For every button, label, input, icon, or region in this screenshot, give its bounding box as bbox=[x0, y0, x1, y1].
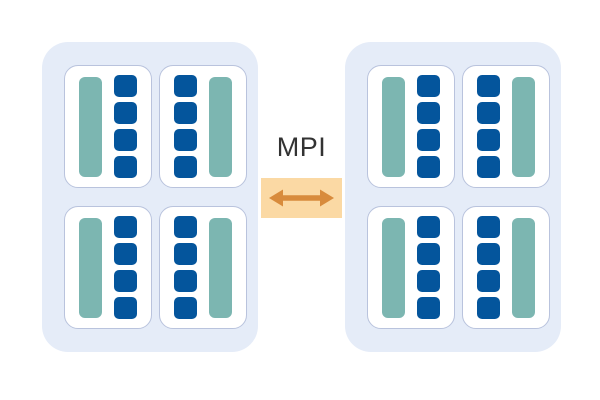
memory-bar bbox=[79, 76, 102, 177]
core-square bbox=[417, 297, 440, 319]
socket-card-bottom-left bbox=[64, 206, 152, 329]
core-square bbox=[417, 102, 440, 124]
core-square bbox=[477, 75, 500, 97]
core-square bbox=[114, 216, 137, 238]
memory-bar bbox=[382, 217, 405, 318]
core-square bbox=[174, 216, 197, 238]
memory-bar bbox=[512, 76, 535, 177]
core-stack bbox=[114, 216, 137, 319]
core-square bbox=[114, 156, 137, 178]
core-square bbox=[477, 270, 500, 292]
socket-card-bottom-right bbox=[462, 206, 550, 329]
core-square bbox=[174, 75, 197, 97]
core-square bbox=[174, 270, 197, 292]
core-square bbox=[174, 243, 197, 265]
core-square bbox=[477, 216, 500, 238]
memory-bar bbox=[512, 217, 535, 318]
core-square bbox=[477, 129, 500, 151]
core-stack bbox=[417, 75, 440, 178]
core-square bbox=[417, 243, 440, 265]
core-stack bbox=[417, 216, 440, 319]
memory-bar bbox=[209, 217, 232, 318]
socket-card-bottom-right bbox=[159, 206, 247, 329]
mpi-label: MPI bbox=[276, 132, 327, 162]
core-stack bbox=[174, 75, 197, 178]
core-square bbox=[174, 156, 197, 178]
socket-card-top-right bbox=[462, 65, 550, 188]
socket-card-top-left bbox=[64, 65, 152, 188]
socket-card-bottom-left bbox=[367, 206, 455, 329]
core-square bbox=[477, 297, 500, 319]
core-square bbox=[477, 156, 500, 178]
node-panel-left bbox=[42, 42, 258, 352]
core-square bbox=[417, 270, 440, 292]
core-square bbox=[114, 75, 137, 97]
core-square bbox=[174, 129, 197, 151]
core-square bbox=[174, 297, 197, 319]
core-square bbox=[417, 156, 440, 178]
memory-bar bbox=[209, 76, 232, 177]
core-stack bbox=[477, 75, 500, 178]
core-square bbox=[417, 129, 440, 151]
double-headed-arrow-icon bbox=[269, 189, 334, 207]
mpi-link-group: MPI bbox=[261, 130, 342, 220]
mpi-arrow-box bbox=[261, 178, 342, 218]
memory-bar bbox=[79, 217, 102, 318]
core-stack bbox=[477, 216, 500, 319]
core-stack bbox=[114, 75, 137, 178]
core-square bbox=[114, 129, 137, 151]
socket-card-top-right bbox=[159, 65, 247, 188]
core-stack bbox=[174, 216, 197, 319]
core-square bbox=[114, 243, 137, 265]
core-square bbox=[174, 102, 197, 124]
core-square bbox=[417, 216, 440, 238]
core-square bbox=[114, 102, 137, 124]
core-square bbox=[114, 297, 137, 319]
core-square bbox=[477, 243, 500, 265]
core-square bbox=[114, 270, 137, 292]
core-square bbox=[477, 102, 500, 124]
node-panel-right bbox=[345, 42, 561, 352]
memory-bar bbox=[382, 76, 405, 177]
core-square bbox=[417, 75, 440, 97]
socket-card-top-left bbox=[367, 65, 455, 188]
